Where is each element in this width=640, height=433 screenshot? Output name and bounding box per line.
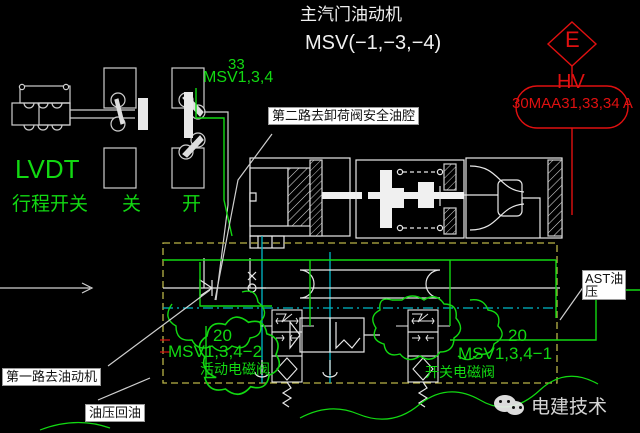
diagram-title-code: MSV(−1,−3,−4) xyxy=(305,32,442,54)
msv-tag-name: MSV1,3,4 xyxy=(203,69,274,86)
servo-valve-body xyxy=(355,159,465,239)
solenoid-valve-left xyxy=(260,309,314,408)
callout-leader-lines xyxy=(97,133,585,401)
solenoid-left-name: 活动电磁阀 xyxy=(200,361,270,377)
hydraulic-lines-white xyxy=(0,258,560,378)
hv-device-name: HV xyxy=(557,71,585,93)
callout-second-path: 第二路去卸荷阀安全油腔 xyxy=(268,107,420,125)
hv-diamond-letter: E xyxy=(565,27,580,52)
diagram-title-cn: 主汽门油动机 xyxy=(300,5,402,24)
ast-oil-line2: 压 xyxy=(585,284,599,299)
solenoid-right-number: 20 xyxy=(508,326,527,345)
solenoid-right-tag: MSV1,3,4−1 xyxy=(458,344,553,363)
lvdt-label: LVDT xyxy=(15,154,80,184)
cam-block-1 xyxy=(138,98,148,130)
callout-oil-return: 油压回油 xyxy=(85,404,146,422)
limit-switch-label: 行程开关 xyxy=(12,194,89,215)
msv-tag-number: 33 xyxy=(228,56,245,73)
cam-block-2 xyxy=(184,92,193,138)
solenoid-left-tag: MSV1,3,4−2 xyxy=(168,342,263,361)
hydraulic-actuator-cylinder xyxy=(249,157,362,249)
manifold-boundary xyxy=(162,242,558,384)
feedback-linkage xyxy=(204,111,229,301)
watermark-text: 电建技术 xyxy=(531,397,608,418)
limit-switch-assembly-open xyxy=(171,67,206,189)
watermark: 电建技术 xyxy=(494,392,607,419)
solenoid-left-number: 20 xyxy=(213,326,232,345)
limit-switch-open-label: 开 xyxy=(182,194,202,215)
lvdt-transducer xyxy=(11,83,135,131)
spring-return-chamber xyxy=(464,157,563,239)
solenoid-right-name: 开关电磁阀 xyxy=(425,364,495,380)
callout-first-path: 第一路去油动机 xyxy=(2,368,102,386)
limit-switch-assembly-closed xyxy=(103,67,137,189)
wechat-icon xyxy=(494,394,524,417)
ast-oil-line1: AST油 xyxy=(585,271,624,286)
limit-switch-closed-label: 关 xyxy=(122,194,142,215)
green-signal-wiring xyxy=(39,88,640,431)
callout-ast-oil: AST油 压 xyxy=(582,270,627,300)
hv-kks-code: 30MAA31,33,34 A xyxy=(512,95,633,112)
hv-device-symbol xyxy=(515,21,629,215)
